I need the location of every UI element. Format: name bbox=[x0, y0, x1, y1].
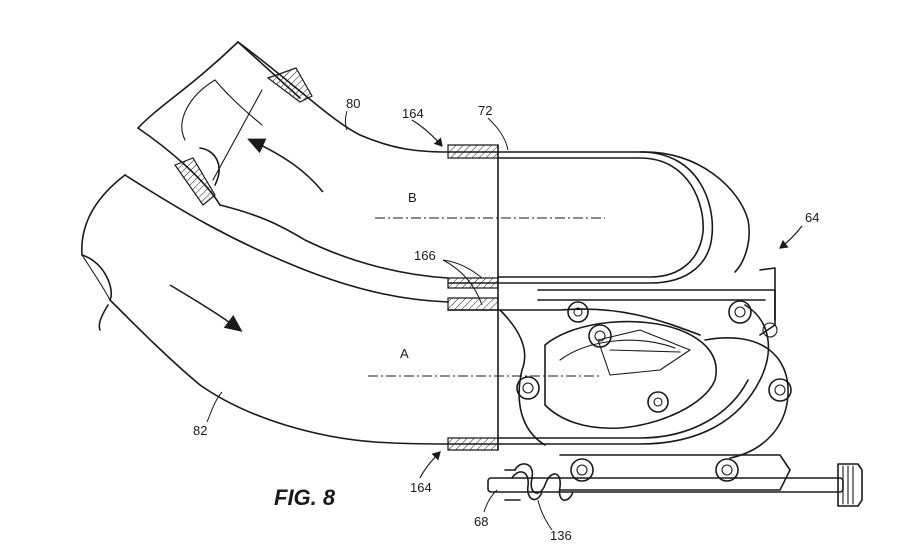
actuator-shaft bbox=[487, 463, 863, 507]
ref-80: 80 bbox=[346, 96, 360, 111]
flow-arrow-lower bbox=[169, 284, 243, 332]
ref-68: 68 bbox=[474, 514, 488, 529]
upper-pipe-80 bbox=[137, 41, 449, 279]
ref-82: 82 bbox=[193, 423, 207, 438]
lower-pipe-82 bbox=[81, 174, 449, 445]
axis-b-label: B bbox=[408, 190, 417, 205]
axis-a-label: A bbox=[400, 346, 409, 361]
ref-166: 166 bbox=[414, 248, 436, 263]
ref-64: 64 bbox=[805, 210, 819, 225]
flow-arrow-upper bbox=[247, 138, 324, 193]
ref-136: 136 bbox=[550, 528, 572, 543]
ref-164-top: 164 bbox=[402, 106, 424, 121]
ref-72: 72 bbox=[478, 103, 492, 118]
turbine-housing-72 bbox=[447, 144, 792, 491]
spring-136 bbox=[504, 463, 574, 501]
ref-164-bottom: 164 bbox=[410, 480, 432, 495]
figure-label: FIG. 8 bbox=[274, 485, 336, 510]
